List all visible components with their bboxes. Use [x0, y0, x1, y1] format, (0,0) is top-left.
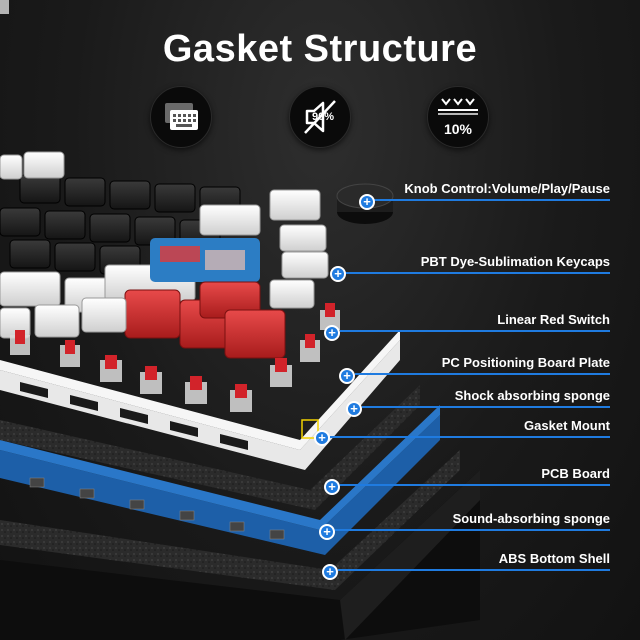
mute-speaker-icon [304, 100, 336, 134]
callout-marker-pcb: + [324, 479, 340, 495]
callout-knob: Knob Control:Volume/Play/Pause [372, 181, 610, 201]
callout-label: ABS Bottom Shell [498, 551, 610, 566]
artisan-keycap [150, 238, 260, 282]
callout-plate: PC Positioning Board Plate [355, 355, 610, 375]
callout-label: Linear Red Switch [497, 312, 610, 327]
compression-percent: 10% [443, 121, 473, 137]
red-switches [0, 0, 9, 14]
feature-compression: 10% [427, 86, 489, 148]
callout-label: Sound-absorbing sponge [452, 511, 610, 526]
callout-label: Gasket Mount [524, 418, 610, 433]
abs-bottom-shell [0, 470, 480, 640]
callout-pcb: PCB Board [340, 466, 610, 486]
callout-keycaps: PBT Dye-Sublimation Keycaps [345, 254, 610, 274]
callout-label: PBT Dye-Sublimation Keycaps [420, 254, 610, 269]
pcb-board [0, 405, 440, 555]
callout-switch: Linear Red Switch [340, 312, 610, 332]
page-title: Gasket Structure [162, 28, 478, 70]
callout-label: Shock absorbing sponge [454, 388, 610, 403]
callout-marker-plate: + [339, 368, 355, 384]
feature-keyboard [150, 86, 212, 148]
callout-shock-sponge: Shock absorbing sponge [362, 388, 610, 408]
callout-marker-knob: + [359, 194, 375, 210]
callout-sound-sponge: Sound-absorbing sponge [335, 511, 610, 531]
callout-marker-switch: + [324, 325, 340, 341]
callout-marker-bottom-shell: + [322, 564, 338, 580]
callout-marker-sound-sponge: + [319, 524, 335, 540]
pbt-keycaps [0, 151, 340, 412]
callout-bottom-shell: ABS Bottom Shell [338, 551, 610, 571]
callout-label: PC Positioning Board Plate [441, 355, 610, 370]
callout-gasket: Gasket Mount [330, 418, 610, 438]
pc-positioning-plate [0, 330, 400, 470]
callout-marker-gasket: + [314, 430, 330, 446]
noise-reduction-percent: 90% [311, 111, 335, 123]
compress-arrows-icon [438, 98, 478, 115]
gasket-mount-marker [301, 419, 319, 439]
callout-marker-keycaps: + [330, 266, 346, 282]
shock-absorbing-sponge [0, 385, 420, 510]
callout-marker-shock-sponge: + [346, 401, 362, 417]
sound-absorbing-sponge [0, 450, 460, 590]
callout-label: PCB Board [541, 466, 610, 481]
feature-sound-dampening: 90% [289, 86, 351, 148]
callout-label: Knob Control:Volume/Play/Pause [404, 181, 610, 196]
keyboard-icon [165, 103, 198, 130]
